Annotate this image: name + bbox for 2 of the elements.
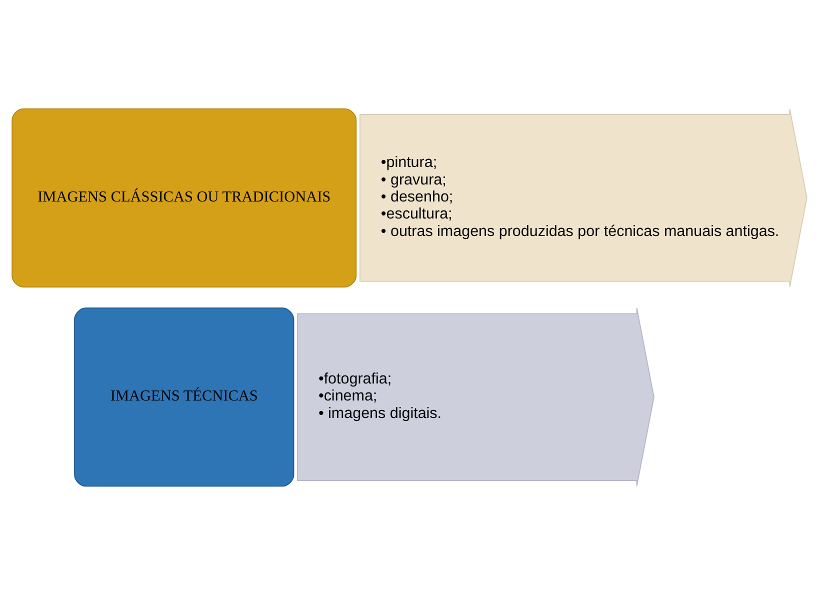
node-box: IMAGENS CLÁSSICAS OU TRADICIONAIS [12, 108, 357, 288]
node-box: IMAGENS TÉCNICAS [74, 308, 294, 487]
